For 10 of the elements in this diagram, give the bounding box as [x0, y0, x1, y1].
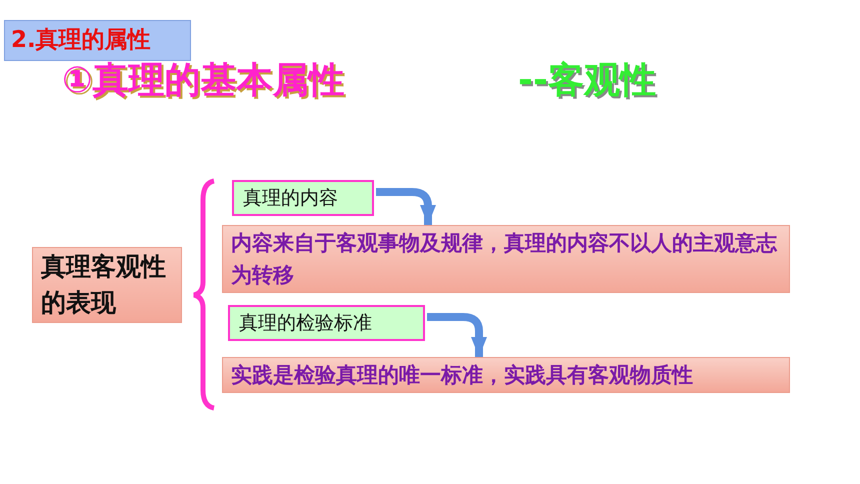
- category-box: 真理客观性的表现: [32, 247, 182, 323]
- heading-text: --客观性: [518, 59, 656, 103]
- content-box: 内容来自于客观事物及规律，真理的内容不以人的主观意志为转移: [222, 225, 790, 293]
- heading-text: ①真理的基本属性: [62, 59, 344, 103]
- content-box: 实践是检验真理的唯一标准，实践具有客观物质性: [222, 357, 790, 393]
- bent-arrow: [427, 313, 487, 357]
- topic-box: 真理的内容: [232, 180, 374, 216]
- topic-box: 真理的检验标准: [228, 305, 425, 341]
- title-banner: 2.真理的属性: [4, 20, 191, 61]
- bent-arrow: [376, 188, 436, 225]
